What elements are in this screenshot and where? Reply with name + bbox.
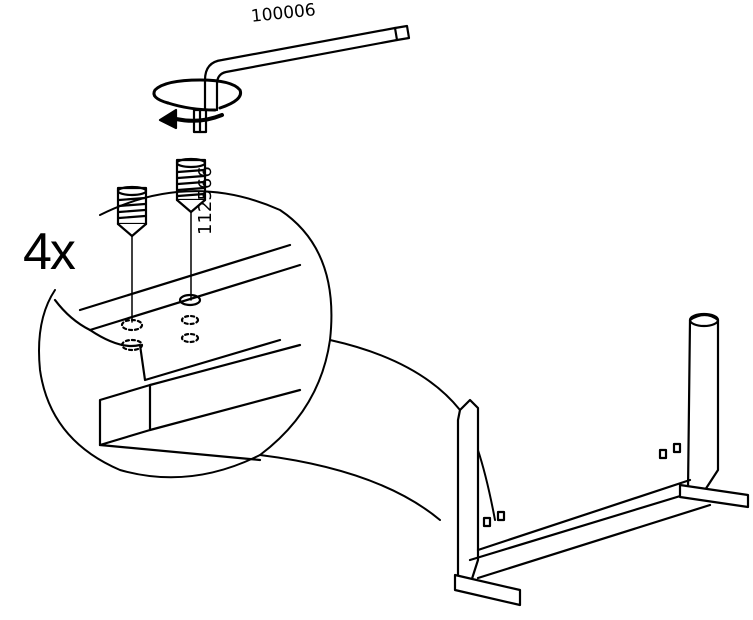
rail-detail (53, 243, 302, 462)
screw-part-number: 112566 (195, 166, 216, 235)
magnifier-circle (38, 190, 333, 479)
rotation-arrow-icon (152, 78, 243, 130)
set-screw-icon (175, 157, 207, 301)
set-screw-icon (116, 185, 148, 323)
frame-icon (453, 312, 750, 607)
callout-line (259, 454, 441, 521)
quantity-label: 4x (23, 223, 76, 281)
hex-key-icon (192, 24, 411, 134)
